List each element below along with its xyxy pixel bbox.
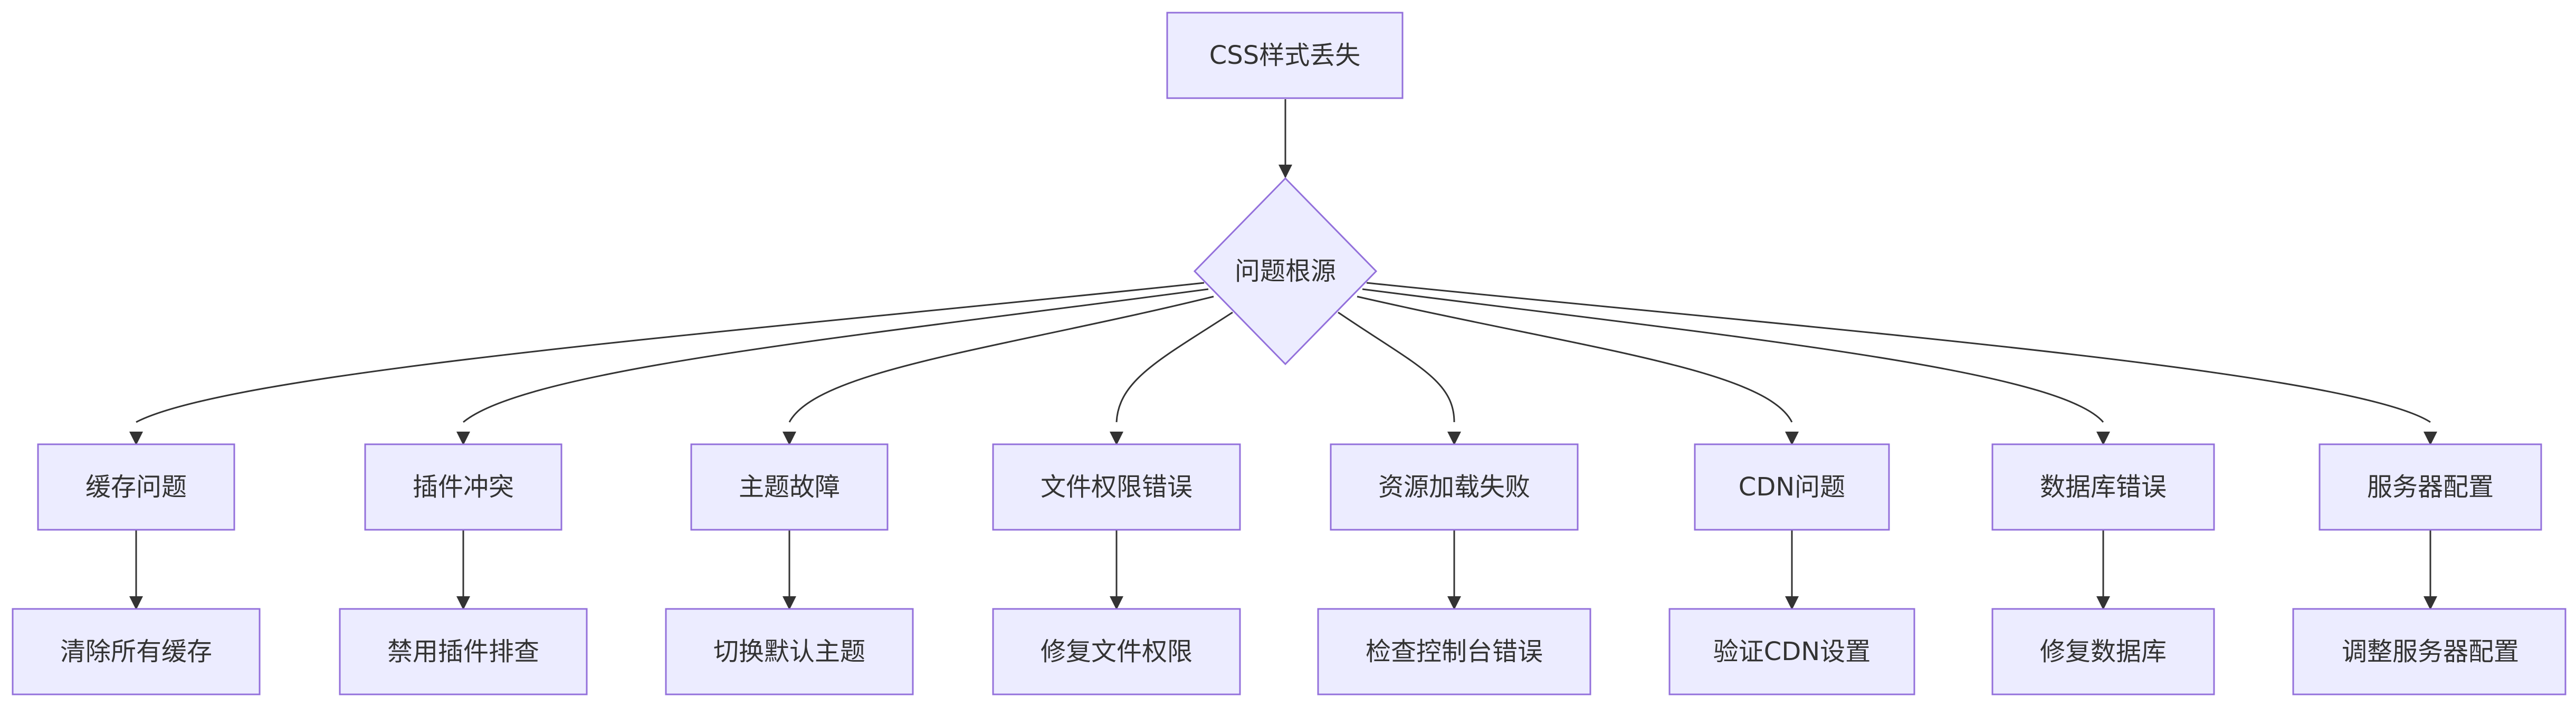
root-node-label: CSS样式丢失 <box>1209 41 1360 70</box>
arrowhead-fix-4 <box>1110 596 1123 610</box>
cause-node-box <box>2319 443 2542 531</box>
edge-decision-to-cause-5 <box>1338 311 1455 423</box>
arrowhead-fix-1 <box>129 596 143 610</box>
cause-node-resource-load[interactable]: 资源加载失败 <box>1330 443 1579 531</box>
fix-node-verify-cdn[interactable]: 验证CDN设置 <box>1668 608 1915 695</box>
cause-node-box <box>37 443 235 531</box>
arrowhead-cause-5 <box>1447 432 1461 445</box>
arrowhead-fix-3 <box>783 596 796 610</box>
fix-node-box <box>992 608 1241 695</box>
edge-decision-to-cause-4 <box>1115 311 1233 423</box>
edge-decision-to-cause-1 <box>136 282 1205 423</box>
fix-node-box <box>12 608 261 695</box>
cause-node-box <box>992 443 1241 531</box>
arrowhead-fix-8 <box>2424 596 2437 610</box>
fix-node-adjust-server[interactable]: 调整服务器配置 <box>2292 608 2567 695</box>
fix-node-box <box>665 608 914 695</box>
fix-node-check-console[interactable]: 检查控制台错误 <box>1317 608 1591 695</box>
fix-node-fix-permissions[interactable]: 修复文件权限 <box>992 608 1241 695</box>
edge-decision-to-cause-2 <box>463 288 1209 423</box>
fix-node-label: 清除所有缓存 <box>60 637 212 666</box>
fix-node-label: 检查控制台错误 <box>1366 637 1543 666</box>
cause-node-box <box>364 443 562 531</box>
arrowhead-cause-8 <box>2424 432 2437 445</box>
cause-node-file-permission[interactable]: 文件权限错误 <box>992 443 1241 531</box>
cause-node-label: 数据库错误 <box>2040 472 2167 502</box>
cause-node-label: 插件冲突 <box>413 472 514 502</box>
fix-node-clear-cache[interactable]: 清除所有缓存 <box>12 608 261 695</box>
root-node[interactable]: CSS样式丢失 <box>1166 12 1404 99</box>
fix-node-disable-plugins[interactable]: 禁用插件排查 <box>339 608 588 695</box>
edge-decision-to-cause-7 <box>1362 288 2104 423</box>
cause-node-server-config[interactable]: 服务器配置 <box>2319 443 2542 531</box>
cause-node-label: 文件权限错误 <box>1041 472 1192 502</box>
fix-node-label: 切换默认主题 <box>713 637 865 666</box>
cause-node-label: CDN问题 <box>1739 472 1845 502</box>
fix-node-box <box>2292 608 2567 695</box>
arrowhead-cause-1 <box>129 432 143 445</box>
arrowhead-cause-4 <box>1110 432 1123 445</box>
cause-node-label: 主题故障 <box>739 472 840 502</box>
cause-node-theme-failure[interactable]: 主题故障 <box>690 443 889 531</box>
fix-node-label: 修复数据库 <box>2040 637 2167 666</box>
fix-node-switch-theme[interactable]: 切换默认主题 <box>665 608 914 695</box>
fix-node-box <box>339 608 588 695</box>
fix-node-label: 禁用插件排查 <box>387 637 539 666</box>
cause-node-cache[interactable]: 缓存问题 <box>37 443 235 531</box>
root-node-box <box>1166 12 1404 99</box>
fix-node-label: 修复文件权限 <box>1041 637 1192 666</box>
cause-node-label: 服务器配置 <box>2367 472 2494 502</box>
decision-node-diamond <box>1193 177 1378 366</box>
cause-node-cdn[interactable]: CDN问题 <box>1694 443 1890 531</box>
cause-node-box <box>690 443 889 531</box>
edge-decision-to-cause-8 <box>1366 282 2431 423</box>
node-group: CSS样式丢失 问题根源 缓存问题 插件冲突 主题故障 文件权限错误 资源加载失… <box>12 12 2567 695</box>
cause-node-plugin-conflict[interactable]: 插件冲突 <box>364 443 562 531</box>
edge-decision-to-cause-3 <box>788 295 1214 423</box>
cause-node-box <box>1694 443 1890 531</box>
fix-node-label: 调整服务器配置 <box>2342 637 2519 666</box>
fix-node-label: 验证CDN设置 <box>1713 637 1871 666</box>
arrowhead-fix-6 <box>1785 596 1799 610</box>
fix-node-box <box>1317 608 1591 695</box>
arrowhead-fix-5 <box>1447 596 1461 610</box>
decision-node-label: 问题根源 <box>1235 256 1336 286</box>
arrowhead-cause-2 <box>456 432 470 445</box>
cause-node-box <box>1991 443 2215 531</box>
cause-node-label: 缓存问题 <box>85 472 187 502</box>
cause-node-label: 资源加载失败 <box>1378 472 1530 502</box>
arrowhead-cause-3 <box>783 432 796 445</box>
fix-node-box <box>1668 608 1915 695</box>
arrowhead-root-to-decision <box>1279 165 1292 178</box>
edge-group <box>129 99 2437 610</box>
arrowhead-fix-2 <box>456 596 470 610</box>
arrowhead-fix-7 <box>2096 596 2110 610</box>
decision-node[interactable]: 问题根源 <box>1193 177 1378 366</box>
fix-node-repair-database[interactable]: 修复数据库 <box>1991 608 2215 695</box>
arrowhead-cause-6 <box>1785 432 1799 445</box>
cause-node-database[interactable]: 数据库错误 <box>1991 443 2215 531</box>
cause-node-box <box>1330 443 1579 531</box>
fix-node-box <box>1991 608 2215 695</box>
arrowhead-cause-7 <box>2096 432 2110 445</box>
edge-decision-to-cause-6 <box>1357 295 1793 423</box>
